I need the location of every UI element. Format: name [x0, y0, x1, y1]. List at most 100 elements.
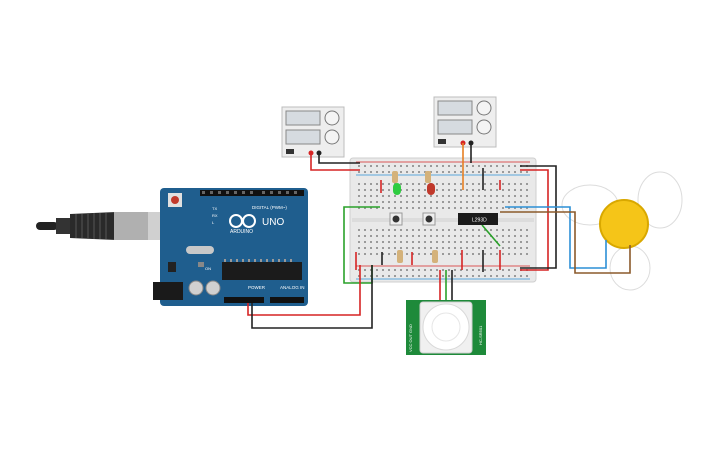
breadboard-hole: [460, 275, 462, 277]
breadboard-hole: [358, 253, 360, 255]
breadboard-hole: [406, 195, 408, 197]
psu-right-knob-voltage[interactable]: [476, 100, 492, 116]
wire-rail-red-right[interactable]: [520, 169, 549, 271]
pir-sensor[interactable]: VCC OUT GND HC-SR501: [406, 300, 486, 355]
breadboard-hole: [448, 189, 450, 191]
wire-fan-blue[interactable]: [505, 206, 607, 269]
breadboard-hole: [448, 253, 450, 255]
breadboard-hole: [388, 165, 390, 167]
breadboard-hole: [430, 165, 432, 167]
breadboard-hole: [430, 229, 432, 231]
breadboard-hole: [376, 275, 378, 277]
dc-fan[interactable]: [561, 171, 683, 291]
breadboard-hole: [502, 275, 504, 277]
breadboard-hole: [376, 189, 378, 191]
analog-header: [270, 297, 304, 303]
wire-fan-brown[interactable]: [500, 211, 631, 274]
breadboard-hole: [508, 241, 510, 243]
breadboard-hole: [472, 183, 474, 185]
wire-arduino-gnd[interactable]: [251, 265, 373, 329]
psu-left-knob-voltage[interactable]: [324, 110, 340, 126]
fan-blade-2: [637, 171, 683, 229]
psu-right-knob-current[interactable]: [476, 119, 492, 135]
breadboard-hole: [508, 183, 510, 185]
breadboard-hole: [502, 229, 504, 231]
breadboard-hole: [358, 183, 360, 185]
breadboard-hole: [394, 201, 396, 203]
wire-rail-black-right[interactable]: [520, 165, 557, 269]
breadboard-hole: [430, 171, 432, 173]
breadboard-hole: [430, 253, 432, 255]
wire-arduino-5v[interactable]: [247, 265, 361, 316]
breadboard-hole: [388, 241, 390, 243]
breadboard-hole: [478, 207, 480, 209]
breadboard-hole: [490, 241, 492, 243]
power-supply-right[interactable]: [433, 96, 497, 148]
breadboard-hole: [526, 241, 528, 243]
arduino-uno-board[interactable]: DIGITAL (PWM~) UNO ARDUINO TX RX L ON PO…: [36, 188, 308, 306]
breadboard-hole: [394, 275, 396, 277]
breadboard-hole: [418, 201, 420, 203]
breadboard-hole: [496, 235, 498, 237]
pushbutton-2[interactable]: [422, 212, 436, 226]
breadboard-hole: [430, 195, 432, 197]
led-red-body: [427, 183, 435, 195]
resistor-button-2[interactable]: [432, 250, 438, 263]
breadboard-hole: [514, 195, 516, 197]
breadboard-hole: [382, 171, 384, 173]
breadboard-hole: [508, 195, 510, 197]
breadboard-hole: [502, 207, 504, 209]
breadboard-hole: [520, 229, 522, 231]
breadboard[interactable]: [349, 157, 537, 283]
wire-psu-left-black[interactable]: [318, 153, 360, 164]
breadboard-hole: [430, 247, 432, 249]
breadboard-hole: [406, 275, 408, 277]
breadboard-hole: [520, 189, 522, 191]
breadboard-hole: [370, 275, 372, 277]
pir-label-left: VCC OUT GND: [408, 324, 413, 352]
psu-left-knob-current[interactable]: [324, 129, 340, 145]
wire-green-diagonal[interactable]: [481, 224, 501, 247]
breadboard-hole: [526, 183, 528, 185]
resistor-led-red[interactable]: [425, 171, 431, 183]
psu-left-switch[interactable]: [286, 149, 294, 154]
breadboard-hole: [454, 189, 456, 191]
breadboard-hole: [358, 171, 360, 173]
breadboard-hole: [376, 207, 378, 209]
led-green[interactable]: [393, 183, 401, 195]
breadboard-hole: [388, 275, 390, 277]
motor-driver-chip[interactable]: L293D: [458, 213, 498, 225]
resistor-led-green[interactable]: [392, 171, 398, 183]
breadboard-hole: [460, 207, 462, 209]
breadboard-hole: [388, 183, 390, 185]
smd-part: [198, 262, 204, 267]
pushbutton-1[interactable]: [389, 212, 403, 226]
breadboard-hole: [424, 247, 426, 249]
power-supply-left[interactable]: [281, 106, 345, 158]
breadboard-hole: [484, 183, 486, 185]
breadboard-hole: [520, 171, 522, 173]
breadboard-hole: [376, 229, 378, 231]
breadboard-hole: [526, 195, 528, 197]
breadboard-hole: [376, 195, 378, 197]
psu-right-switch[interactable]: [438, 139, 446, 144]
breadboard-hole: [406, 253, 408, 255]
resistor-button-1[interactable]: [397, 250, 403, 263]
pir-dome: [422, 303, 470, 351]
breadboard-hole: [388, 229, 390, 231]
breadboard-hole: [412, 201, 414, 203]
breadboard-hole: [520, 207, 522, 209]
led-red[interactable]: [427, 183, 435, 195]
wire-psu-left-red[interactable]: [310, 153, 360, 171]
breadboard-hole: [376, 269, 378, 271]
breadboard-hole: [484, 195, 486, 197]
resistors: [392, 171, 438, 263]
breadboard-hole: [406, 189, 408, 191]
breadboard-hole: [436, 183, 438, 185]
breadboard-hole: [424, 275, 426, 277]
voltage-regulator: [168, 262, 176, 272]
breadboard-hole: [526, 171, 528, 173]
breadboard-hole: [400, 229, 402, 231]
breadboard-hole: [478, 201, 480, 203]
